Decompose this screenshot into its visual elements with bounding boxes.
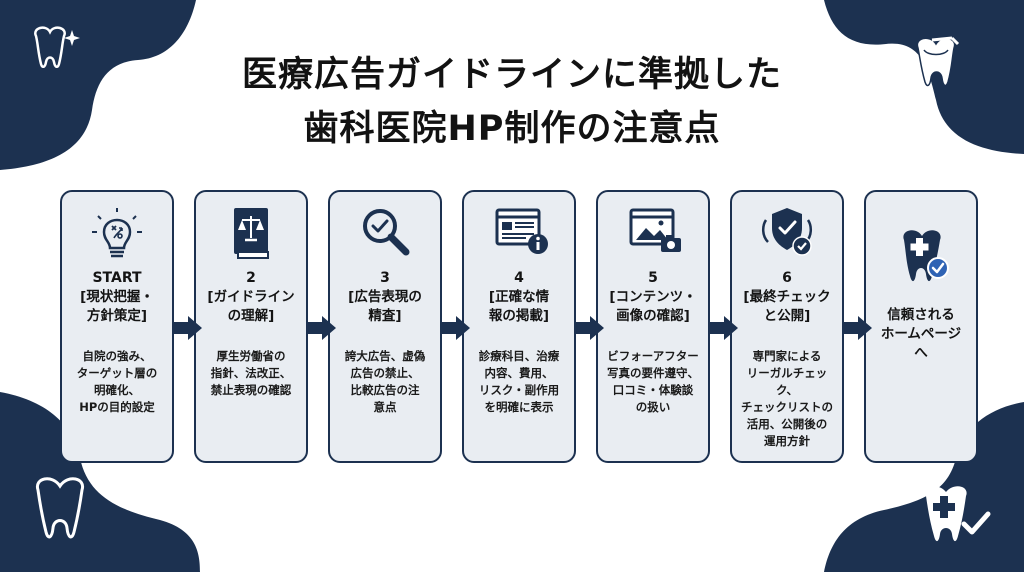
step-number: 5	[648, 270, 658, 286]
step-heading: [現状把握・ 方針策定]	[80, 289, 154, 324]
step-heading: [コンテンツ・ 画像の確認]	[609, 289, 697, 324]
tooth-white-icon	[916, 36, 960, 87]
tooth-cross-check-icon	[903, 230, 949, 282]
step-description: 専門家による リーガルチェック、 チェックリストの 活用、公開後の 運用方針	[741, 349, 833, 448]
step-heading: [最終チェック と公開]	[743, 289, 831, 324]
magnifier-check-icon	[363, 209, 410, 256]
shield-check-icon	[762, 208, 812, 256]
step-number: 4	[514, 270, 524, 286]
corner-decoration-top-left	[0, 0, 196, 170]
flow-arrow	[708, 316, 738, 340]
goal-text: 信頼される ホームページ へ	[880, 307, 962, 361]
tooth-sparkle-icon	[34, 26, 80, 68]
step-card-6: 6 [最終チェック と公開] 専門家による リーガルチェック、 チェックリストの…	[730, 190, 844, 463]
tooth-outline-icon	[35, 477, 85, 539]
corner-decoration-bottom-left	[0, 392, 200, 572]
lightbulb-strategy-icon	[92, 208, 142, 258]
flow-arrow	[306, 316, 336, 340]
step-heading: [広告表現の 精査]	[348, 289, 422, 324]
flow-arrow	[440, 316, 470, 340]
flow-arrow	[842, 316, 872, 340]
step-number: 2	[246, 270, 256, 286]
step-card-5: 5 [コンテンツ・ 画像の確認] ビフォーアフター 写真の要件遵守、 口コミ・体…	[596, 190, 710, 463]
step-card-start: START [現状把握・ 方針策定] 自院の強み、 ターゲット層の 明確化、 H…	[60, 190, 174, 463]
image-camera-icon	[629, 208, 681, 252]
goal-card: 信頼される ホームページ へ	[864, 190, 978, 463]
tooth-cross-check-corner-icon	[925, 486, 991, 542]
step-number: 6	[782, 270, 792, 286]
step-card-2: 2 [ガイドライン の理解] 厚生労働省の 指針、法改正、 禁止表現の確認	[194, 190, 308, 463]
step-description: ビフォーアフター 写真の要件遵守、 口コミ・体験談 の扱い	[607, 349, 699, 414]
step-heading: [ガイドライン の理解]	[207, 289, 295, 324]
step-description: 診療科目、治療 内容、費用、 リスク・副作用 を明確に表示	[478, 349, 560, 414]
step-number: START	[92, 270, 142, 286]
page-title: 医療広告ガイドラインに準拠した 歯科医院HP制作の注意点	[0, 48, 1024, 156]
step-card-4: 4 [正確な情 報の掲載] 診療科目、治療 内容、費用、 リスク・副作用 を明確…	[462, 190, 576, 463]
title-line-2: 歯科医院HP制作の注意点	[303, 109, 721, 149]
flow-arrow	[574, 316, 604, 340]
flow-arrow	[172, 316, 202, 340]
step-description: 誇大広告、虚偽 広告の禁止、 比較広告の注 意点	[344, 349, 426, 414]
step-description: 自院の強み、 ターゲット層の 明確化、 HPの目的設定	[76, 349, 158, 414]
webpage-info-icon	[495, 208, 548, 254]
step-description: 厚生労働省の 指針、法改正、 禁止表現の確認	[210, 349, 292, 397]
step-heading: [正確な情 報の掲載]	[488, 289, 550, 324]
law-book-icon	[234, 208, 269, 259]
corner-decoration-top-right	[824, 0, 1024, 154]
title-line-1: 医療広告ガイドラインに準拠した	[241, 55, 782, 95]
step-number: 3	[380, 270, 390, 286]
step-card-3: 3 [広告表現の 精査] 誇大広告、虚偽 広告の禁止、 比較広告の注 意点	[328, 190, 442, 463]
